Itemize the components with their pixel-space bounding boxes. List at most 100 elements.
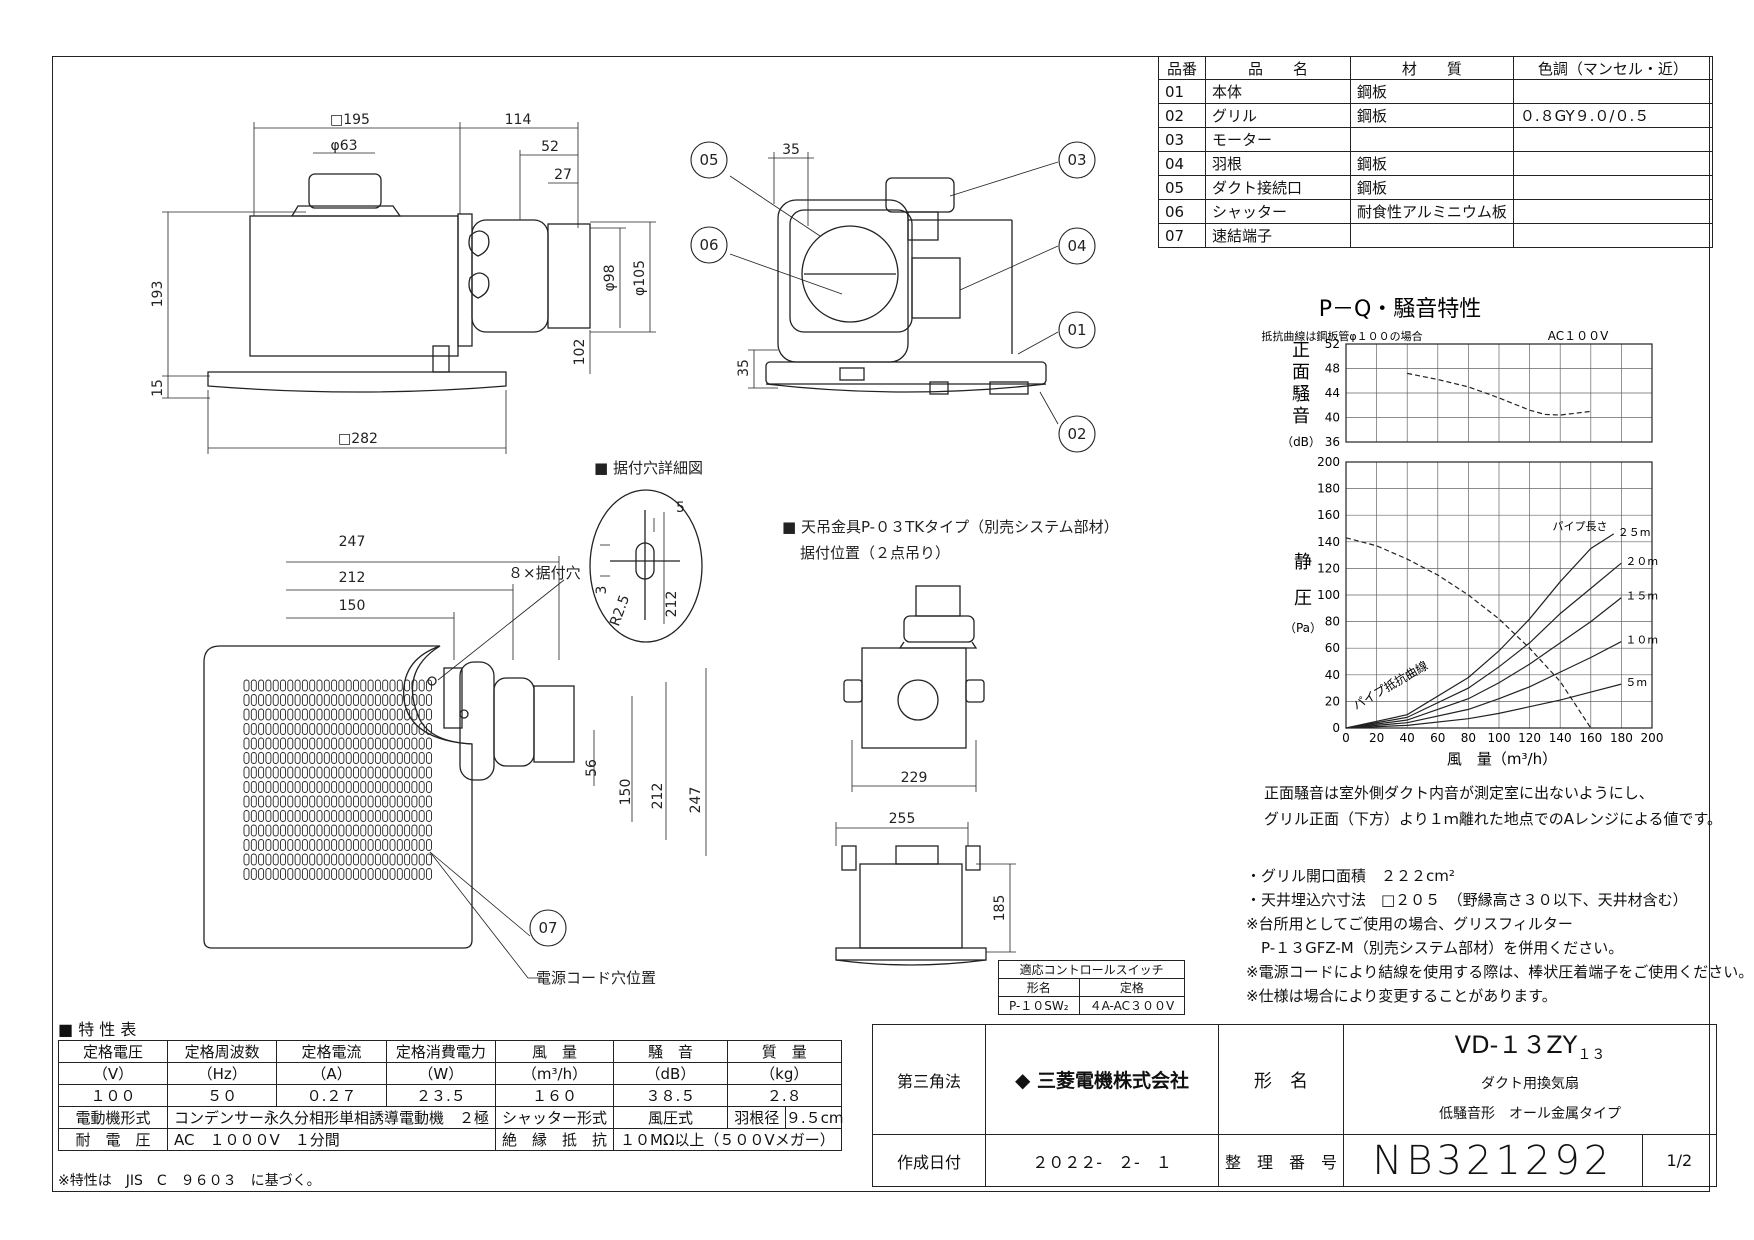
grille-slot: [250, 694, 257, 706]
pq-xtick: 160: [1579, 731, 1602, 745]
grille-slot: [294, 737, 301, 750]
mitsubishi-logo-icon: ◆: [1014, 1068, 1031, 1092]
spec-headers-cell: 騒 音: [613, 1040, 728, 1063]
grille-slot: [345, 810, 352, 822]
grille-slot: [265, 853, 272, 866]
grille-slot: [287, 795, 294, 808]
grille-slot: [426, 766, 432, 779]
grille-slot: [258, 694, 265, 706]
company-name: 三菱電機株式会社: [1037, 1070, 1190, 1092]
chart-title: P－Q・騒音特性: [1319, 297, 1482, 322]
grille-slot: [382, 853, 389, 866]
spec-headers-cell: 定格消費電力: [385, 1040, 497, 1063]
grille-slot: [316, 694, 323, 706]
grille-slot: [250, 810, 257, 822]
grille-slot: [258, 810, 265, 822]
grille-slot: [360, 752, 367, 764]
parts-header: 品 名: [1205, 56, 1351, 80]
note-line: ・グリル開口面積 ２２２cm²: [1246, 867, 1455, 885]
grille-slot: [309, 723, 316, 735]
grille-slot: [258, 795, 265, 808]
grille-slot: [396, 737, 403, 750]
grille-slot: [316, 810, 323, 822]
grille-slot: [389, 752, 396, 764]
spec-headers-cell: 定格電流: [276, 1040, 387, 1063]
grille-slot: [309, 708, 316, 721]
grille-slot: [294, 824, 301, 837]
pq-ytick: 80: [1325, 615, 1340, 629]
grille-slot: [287, 868, 294, 880]
pipe-resistance-line: [1345, 641, 1622, 729]
grille-slot: [367, 810, 374, 822]
grille-slot: [258, 766, 265, 779]
pq-xtick: 120: [1518, 731, 1541, 745]
grille-slot: [323, 781, 330, 793]
grille-slot: [338, 679, 345, 692]
grille-slot: [389, 723, 396, 735]
grille-slot: [389, 694, 396, 706]
mount-hole-detail: [589, 489, 703, 643]
grille-slot: [418, 679, 425, 692]
grille-slot: [345, 839, 352, 851]
grille-slot: [294, 795, 301, 808]
date-label: 作成日付: [872, 1134, 986, 1187]
grille-slot: [309, 839, 316, 851]
callout-label: 01: [1067, 321, 1086, 339]
mount-hole-count: ８×据付穴: [508, 564, 581, 582]
control-switch-header: 形名: [998, 978, 1080, 997]
dim-label: 229: [901, 770, 928, 786]
grille-slot: [418, 810, 425, 822]
grille-slot: [418, 766, 425, 779]
dim-label: 247: [688, 787, 704, 814]
grille-slot: [301, 781, 308, 793]
grille-slot: [404, 737, 411, 750]
parts-cell: グリル: [1205, 103, 1351, 128]
dimension-lines-side: [729, 152, 1059, 425]
spec-units-cell: （W）: [385, 1062, 497, 1085]
grille-slot: [294, 752, 301, 764]
pq-xlabel: 風 量（m³/h）: [1447, 750, 1557, 768]
noise-ytick: 48: [1325, 362, 1340, 376]
dim-label: 102: [572, 339, 588, 366]
grille-slot: [316, 795, 323, 808]
grille-slot: [389, 781, 396, 793]
grille-slot: [243, 766, 250, 779]
grille-slot: [280, 839, 286, 851]
grille-slot: [265, 868, 272, 880]
grille-slot: [374, 795, 381, 808]
hanger-subtitle: 据付位置（２点吊り）: [800, 544, 950, 562]
grille-slot: [353, 810, 359, 822]
grille-slot: [272, 868, 279, 880]
grille-slot: [360, 737, 367, 750]
grille-slot: [353, 708, 359, 721]
grille-slot: [316, 766, 323, 779]
grille-slot: [367, 795, 374, 808]
grille-slot: [301, 752, 308, 764]
dim-label: 150: [339, 598, 366, 614]
spec-units-cell: （kg）: [726, 1062, 842, 1085]
grille-slot: [404, 752, 411, 764]
grille-slot: [265, 839, 272, 851]
noise-ytick: 44: [1325, 386, 1340, 400]
grille-slot: [250, 737, 257, 750]
parts-cell: 鋼板: [1350, 151, 1514, 176]
grille-slot: [360, 679, 367, 692]
grille-slot: [411, 752, 418, 764]
grille-slot: [418, 723, 425, 735]
grille-slot: [367, 824, 374, 837]
grille-slot: [426, 723, 432, 735]
grille-slot: [287, 810, 294, 822]
grille-slot: [280, 868, 286, 880]
pipe-length-label: ２５m: [1618, 526, 1651, 539]
grille-slot: [367, 868, 374, 880]
grille-slot: [250, 868, 257, 880]
grille-slot: [396, 868, 403, 880]
pq-xtick: 100: [1488, 731, 1511, 745]
grille-slot: [367, 737, 374, 750]
dim-label: 15: [150, 379, 166, 397]
dim-label: R2.5: [607, 593, 633, 629]
spec-values-cell: ２.８: [726, 1084, 842, 1107]
grille-slot: [280, 824, 286, 837]
grille-slot: [243, 839, 250, 851]
